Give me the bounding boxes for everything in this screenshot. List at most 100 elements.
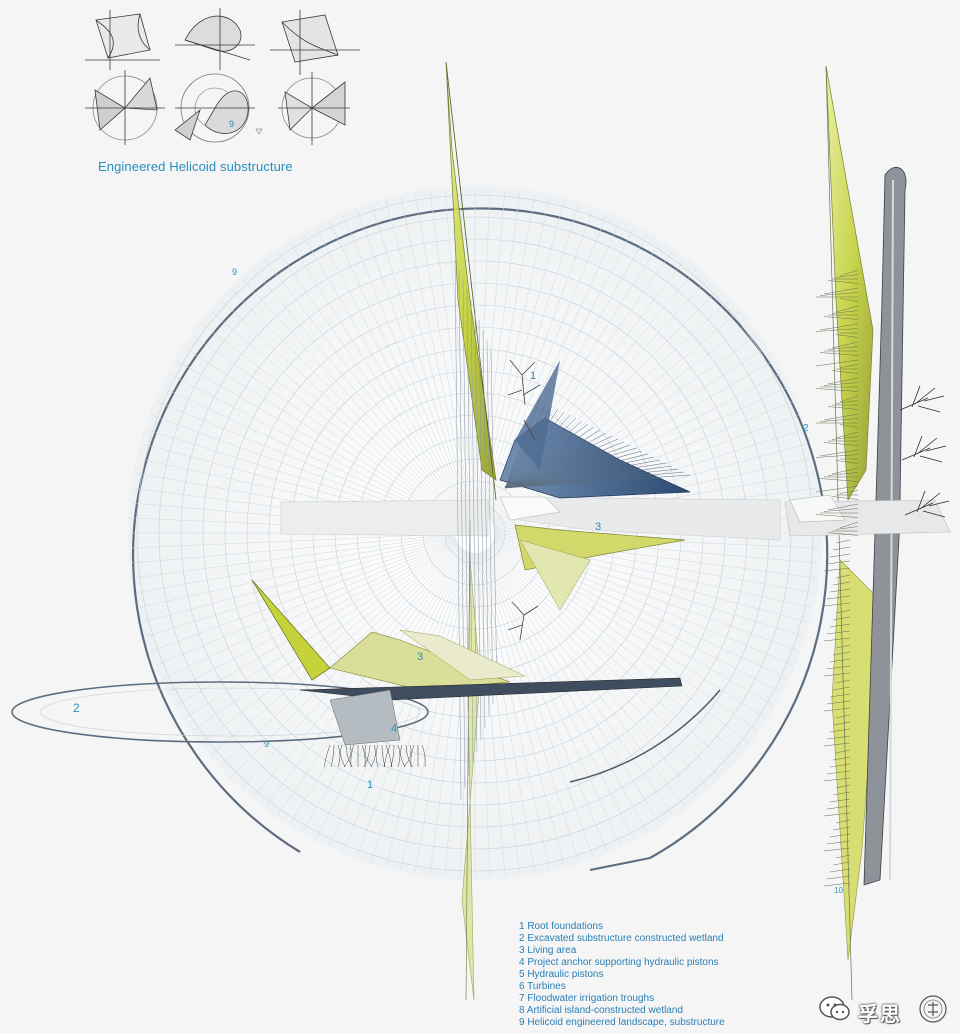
disc-spoke	[289, 549, 465, 824]
disc-spoke	[400, 197, 471, 514]
grass-blade	[819, 352, 859, 356]
grass-blade	[826, 875, 851, 880]
disc-spoke	[133, 535, 456, 579]
disc-spoke	[343, 551, 468, 851]
legend-item: 1 Root foundations	[519, 921, 603, 932]
legend-item: 5 Hydraulic pistons	[519, 969, 604, 980]
sketch-2	[175, 8, 255, 70]
disc-spoke	[480, 551, 579, 862]
disc-spoke	[444, 552, 474, 876]
legend-item: 8 Artificial island-constructed wetland	[519, 1005, 683, 1016]
fan-line	[504, 408, 559, 489]
grass-blade	[839, 424, 859, 428]
grass-blade	[823, 316, 859, 320]
disc-spoke	[169, 373, 458, 524]
legend-item: 6 Turbines	[519, 981, 566, 992]
grass-blade	[832, 546, 851, 551]
diagram-title: Engineered Helicoid substructure	[98, 159, 293, 174]
grass-blade	[823, 382, 859, 386]
fan-line	[504, 423, 589, 489]
root-line	[363, 744, 371, 768]
sketch-1	[85, 10, 160, 70]
label-1-lower: 1	[367, 779, 374, 791]
disc-spoke	[488, 547, 708, 787]
grass-blade	[815, 454, 859, 458]
root-line	[340, 744, 346, 768]
disc-spoke	[151, 539, 457, 651]
disc-spoke	[211, 311, 460, 521]
grass-blade	[815, 485, 859, 493]
root-line	[375, 744, 379, 768]
disc-spoke	[193, 544, 459, 731]
grass-blade	[832, 791, 851, 796]
label-1-top: 1	[530, 370, 537, 382]
grass-blade	[823, 287, 859, 295]
disc-spoke	[357, 551, 469, 857]
disc-spoke	[415, 194, 472, 514]
chat-bubble-icon	[819, 996, 850, 1021]
platform-band	[280, 496, 781, 541]
seal-icon	[919, 995, 947, 1023]
grass-blade	[835, 679, 851, 684]
tree-icon	[901, 435, 947, 463]
hairline	[454, 259, 462, 801]
label-9-lower: 9	[264, 739, 270, 749]
label-9-top: 9	[232, 267, 238, 277]
disc-spoke	[491, 543, 766, 719]
disc-spoke	[489, 546, 729, 766]
grass-blade	[839, 269, 859, 277]
grass-blade	[819, 323, 859, 331]
fan-line	[504, 462, 667, 489]
fan-line	[504, 444, 631, 489]
disc-spoke	[481, 551, 593, 857]
fan-line	[504, 435, 613, 489]
grass-blade	[826, 665, 851, 670]
disc-spoke	[444, 190, 474, 514]
disc-spoke	[265, 548, 464, 807]
disc-spoke	[265, 259, 464, 518]
fan-line	[504, 405, 553, 489]
grass-blade	[827, 472, 859, 476]
grass-blade	[819, 478, 859, 482]
disc-spoke	[176, 542, 458, 706]
watermark-text: 孚思	[858, 1002, 902, 1026]
grass-blade	[827, 532, 859, 536]
disc-spoke	[221, 546, 461, 766]
grass-blade	[829, 868, 851, 873]
root-line	[383, 744, 391, 768]
grass-blade	[835, 431, 859, 439]
disc-spoke	[482, 215, 607, 515]
grass-blade	[831, 310, 859, 314]
lower-structure	[11, 579, 683, 768]
disc-spoke	[163, 541, 457, 679]
root-line	[390, 744, 395, 768]
grass-blade	[826, 560, 851, 565]
grass-blade	[823, 812, 851, 817]
right-section	[784, 65, 951, 1001]
grass-blade	[823, 413, 859, 421]
disc-spoke	[201, 544, 460, 743]
disc-spoke	[277, 251, 464, 517]
fan-line	[504, 441, 625, 489]
grass-blade	[823, 567, 851, 572]
grass-blade	[826, 770, 851, 775]
disc-lower-outer-arc	[589, 857, 651, 871]
disc-spoke	[315, 227, 466, 516]
grass-blade	[826, 700, 851, 705]
fan-line	[504, 456, 655, 489]
disc-spoke	[231, 289, 462, 520]
hairline	[486, 339, 494, 705]
grass-blade	[827, 280, 859, 284]
label-2-left: 2	[73, 701, 80, 715]
grass-blade	[832, 861, 851, 866]
sketch-6	[278, 72, 350, 145]
fan-line	[504, 432, 607, 489]
grass-blade	[823, 508, 859, 512]
disc-spoke	[429, 552, 473, 875]
grass-blade	[835, 400, 859, 404]
fan-line	[504, 471, 685, 489]
disc-spoke	[357, 209, 469, 515]
disc-spoke	[490, 544, 749, 743]
legend-item: 4 Project anchor supporting hydraulic pi…	[519, 957, 719, 968]
sketch-5	[174, 73, 255, 143]
